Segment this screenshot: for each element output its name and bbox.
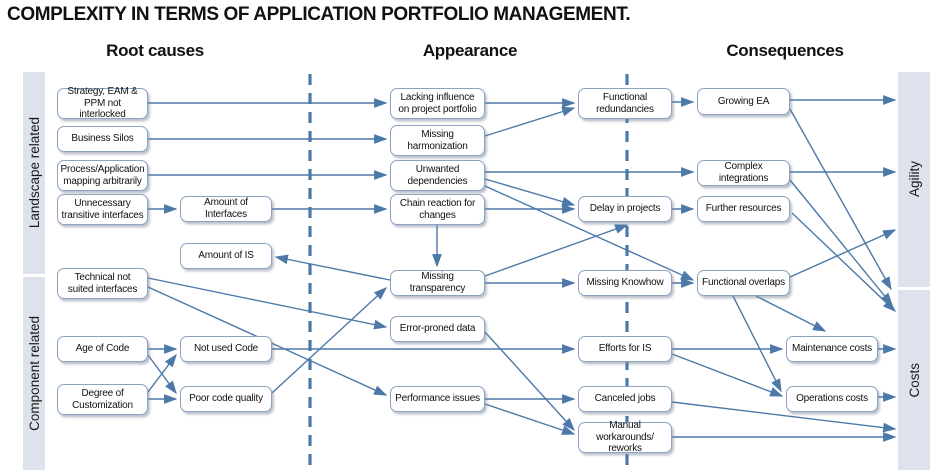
edge-overlaps-to-maintenance: [755, 295, 827, 332]
node-missing-transparency: Missing transparency: [390, 270, 485, 296]
node-technical-interfaces: Technical not suited interfaces: [57, 268, 148, 299]
node-chain-reaction: Chain reaction for changes: [390, 194, 485, 225]
edge-unwanted-to-overlaps: [484, 185, 695, 281]
edge-performance-to-manual: [484, 403, 576, 435]
column-header-root-causes: Root causes: [106, 41, 204, 60]
edge-custom-to-notused: [147, 353, 177, 393]
group-label-component-related: Component related: [26, 316, 42, 431]
node-amount-interfaces: Amount of Interfaces: [180, 196, 272, 222]
node-missing-harmonization: Missing harmonization: [390, 125, 485, 156]
group-label-landscape-related: Landscape related: [26, 117, 42, 229]
edge-errorproned-to-manual: [484, 331, 575, 432]
node-efforts-for-is: Efforts for IS: [578, 336, 672, 362]
edge-overlaps-to-agility: [789, 229, 897, 278]
edge-transparency-to-delay: [484, 224, 629, 277]
group-bar-component-related: Component related: [23, 277, 45, 470]
group-bar-costs: Costs: [898, 290, 930, 470]
edge-overlaps-to-operations: [732, 295, 782, 393]
edge-complex-to-costs: [789, 179, 893, 307]
node-maintenance-costs: Maintenance costs: [786, 336, 878, 362]
edge-poorcode-to-transparency: [271, 287, 388, 394]
node-not-used-code: Not used Code: [180, 336, 272, 362]
node-transitive-interfaces: Unnecessary transitive interfaces: [57, 194, 148, 225]
node-performance-issues: Performance issues: [390, 386, 485, 412]
node-growing-ea: Growing EA: [697, 88, 790, 115]
node-functional-redundancies: Functional redundancies: [578, 88, 672, 119]
node-process-mapping: Process/Application mapping arbitrarily: [57, 160, 148, 191]
node-delay-in-projects: Delay in projects: [578, 196, 672, 222]
node-missing-knowhow: Missing Knowhow: [578, 270, 672, 296]
edge-technical-to-errorproned: [147, 277, 388, 330]
diagram-title: COMPLEXITY IN TERMS OF APPLICATION PORTF…: [7, 4, 631, 25]
node-unwanted-dependencies: Unwanted dependencies: [390, 160, 485, 191]
node-operations-costs: Operations costs: [786, 386, 878, 412]
edge-unwanted-to-delay: [484, 178, 576, 207]
group-label-agility: Agility: [906, 161, 922, 198]
node-poor-code-quality: Poor code quality: [180, 386, 272, 412]
node-error-proned-data: Error-proned data: [390, 316, 485, 342]
group-label-costs: Costs: [906, 362, 922, 398]
edge-further-to-costs: [791, 212, 897, 312]
node-degree-customization: Degree of Customization: [57, 384, 148, 415]
column-header-consequences: Consequences: [726, 41, 844, 60]
column-header-appearance: Appearance: [422, 41, 518, 60]
group-bar-agility: Agility: [898, 72, 930, 287]
node-lacking-influence: Lacking influence on project portfolio: [390, 88, 485, 119]
node-manual-workarounds: Manual workarounds/ reworks: [578, 420, 672, 454]
node-canceled-jobs: Canceled jobs: [578, 386, 672, 412]
node-strategy: Strategy, EAM & PPM not interlocked: [57, 86, 148, 120]
edge-harmonization-to-redundancies: [484, 106, 576, 137]
node-functional-overlaps: Functional overlaps: [697, 270, 790, 296]
edge-transparency-to-amount_is: [274, 254, 391, 281]
group-bar-landscape-related: Landscape related: [23, 72, 45, 274]
node-age-of-code: Age of Code: [57, 336, 148, 362]
node-business-silos: Business Silos: [57, 126, 148, 152]
edge-efforts-to-operations: [671, 353, 784, 397]
edge-canceled-to-costs: [671, 401, 897, 433]
edge-growing-to-costs: [789, 108, 892, 291]
node-complex-integrations: Complex integrations: [697, 160, 790, 186]
node-further-resources: Further resources: [697, 196, 790, 222]
node-amount-is: Amount of IS: [180, 243, 272, 269]
